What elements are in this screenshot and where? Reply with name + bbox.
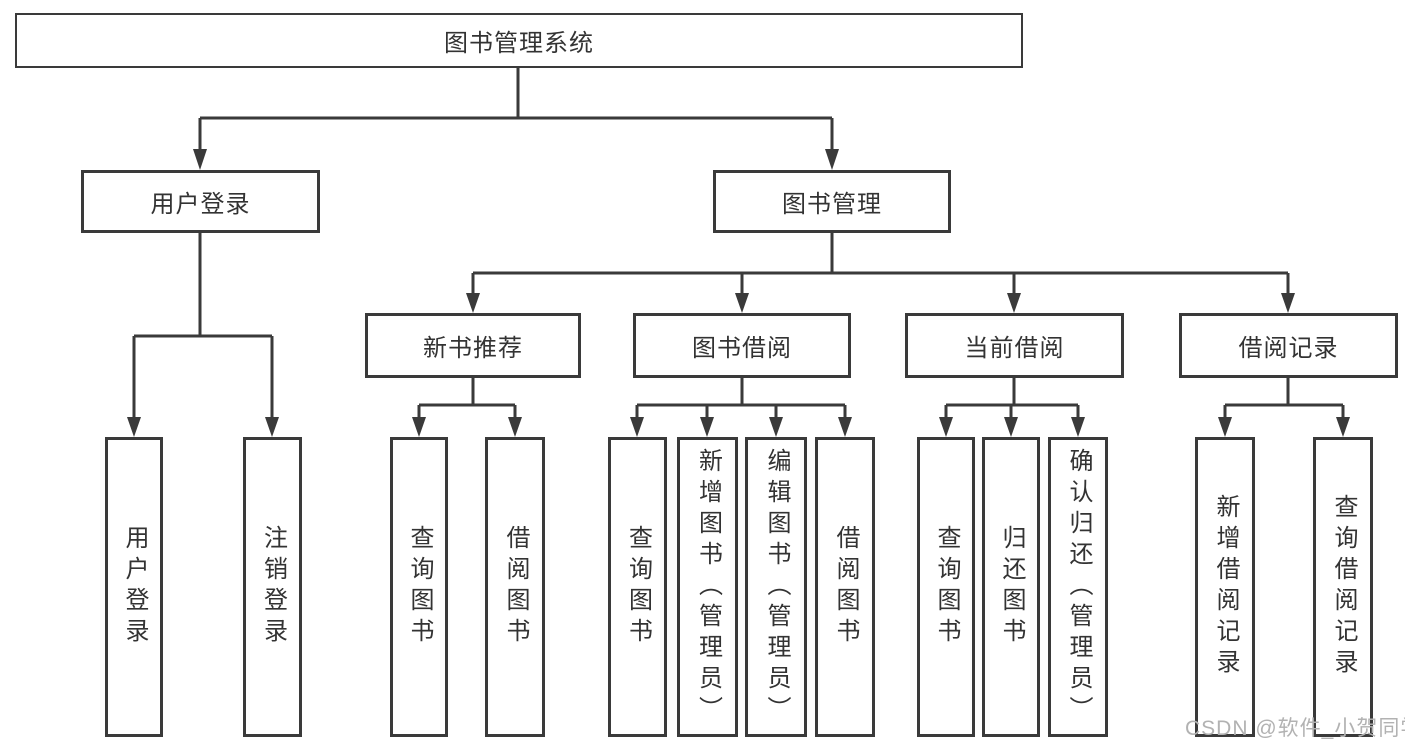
arrow-leaf-user-login	[127, 417, 141, 437]
node-label: 编辑图书（管理员）	[763, 447, 790, 727]
arrow-cb-leaf3	[1071, 417, 1085, 437]
node-book-management-system: 图书管理系统	[15, 13, 1023, 68]
node-label: 查询图书	[933, 525, 960, 649]
arrow-borrow-records	[1281, 293, 1295, 313]
arrow-nb-leaf1	[412, 417, 426, 437]
csdn-watermark: CSDN @软件_小贺同学	[1185, 717, 1405, 740]
arrow-nb-leaf2	[508, 417, 522, 437]
node-new-book-recommendation: 新书推荐	[365, 313, 581, 378]
leaf-logout: 注销登录	[243, 437, 302, 737]
node-book-borrowing: 图书借阅	[633, 313, 851, 378]
node-label: 用户登录	[150, 191, 251, 218]
node-label: 注销登录	[259, 525, 287, 649]
node-label: 新增借阅记录	[1212, 494, 1239, 680]
node-label: 用户登录	[121, 525, 148, 649]
arrow-bb-leaf4	[838, 417, 852, 437]
node-label: 当前借阅	[964, 335, 1065, 362]
leaf-cb-confirm-return-admin: 确认归还（管理员）	[1048, 437, 1108, 737]
node-label: 查询借阅记录	[1330, 494, 1357, 680]
leaf-br-add-record: 新增借阅记录	[1195, 437, 1255, 737]
leaf-br-query-record: 查询借阅记录	[1313, 437, 1373, 737]
node-user-login-branch: 用户登录	[81, 170, 320, 233]
node-label: 新增图书（管理员）	[694, 447, 722, 727]
node-label: 新书推荐	[423, 335, 523, 362]
node-current-borrowing: 当前借阅	[905, 313, 1124, 378]
node-label: 借阅图书	[502, 525, 529, 649]
node-label: 图书借阅	[692, 335, 792, 362]
node-label: 确认归还（管理员）	[1065, 447, 1092, 727]
leaf-bb-borrow-books: 借阅图书	[815, 437, 875, 737]
connector-lines	[132, 68, 1345, 419]
arrow-bb-leaf3	[769, 417, 783, 437]
node-label: 图书管理	[782, 191, 882, 218]
arrow-br-leaf1	[1218, 417, 1232, 437]
arrow-new-books	[466, 293, 480, 313]
arrow-user-login	[193, 149, 207, 170]
node-label: 查询图书	[406, 525, 433, 649]
leaf-bb-edit-books-admin: 编辑图书（管理员）	[745, 437, 807, 737]
arrow-book-borrow	[735, 293, 749, 313]
arrow-current-borrow	[1007, 293, 1021, 313]
node-borrowing-records: 借阅记录	[1179, 313, 1398, 378]
arrowheads	[127, 149, 1350, 437]
node-label: 图书管理系统	[444, 30, 594, 57]
node-book-management: 图书管理	[713, 170, 951, 233]
leaf-cb-query-books: 查询图书	[917, 437, 975, 737]
leaf-cb-return-books: 归还图书	[982, 437, 1040, 737]
node-label: 借阅记录	[1238, 335, 1339, 362]
node-label: 借阅图书	[832, 525, 859, 649]
leaf-user-login: 用户登录	[105, 437, 163, 737]
arrow-bb-leaf2	[700, 417, 714, 437]
arrow-bb-leaf1	[630, 417, 644, 437]
node-label: 查询图书	[624, 525, 652, 649]
leaf-bb-query-books: 查询图书	[608, 437, 667, 737]
leaf-nb-query-books: 查询图书	[390, 437, 448, 737]
arrow-cb-leaf2	[1004, 417, 1018, 437]
arrow-cb-leaf1	[939, 417, 953, 437]
arrow-book-mgmt	[825, 149, 839, 170]
node-label: 归还图书	[998, 525, 1025, 649]
leaf-bb-add-books-admin: 新增图书（管理员）	[677, 437, 738, 737]
leaf-nb-borrow-books: 借阅图书	[485, 437, 545, 737]
arrow-leaf-logout	[265, 417, 279, 437]
arrow-br-leaf2	[1336, 417, 1350, 437]
